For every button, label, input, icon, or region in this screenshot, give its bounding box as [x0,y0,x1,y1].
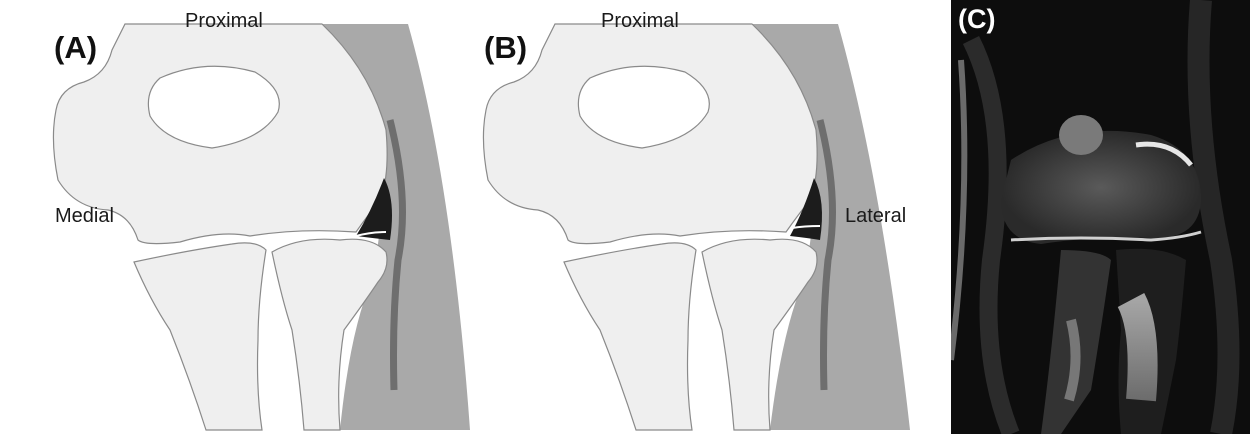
olecranon-fossa [577,65,710,149]
plica-tip [355,231,387,237]
radius [701,238,818,431]
panel-b: (B) Proximal Lateral [470,0,950,434]
mri-joint-fluid [1010,230,1202,242]
panel-id-a: (A) [54,30,98,65]
panel-id-c: (C) [958,4,996,34]
soft-tissue [322,24,470,430]
mri-image [951,0,1250,434]
radius [271,238,388,431]
capsule-line [816,119,836,391]
ulna [133,242,267,431]
panel-a: (A) Proximal Medial [0,0,470,434]
plica [790,178,822,240]
panel-id-b: (B) [484,30,528,65]
plica [356,178,392,240]
capsule-line [386,119,406,391]
mri-humerus [1001,130,1201,244]
elbow-diagram-b [482,23,910,431]
olecranon-fossa [147,65,280,149]
panel-c-mri: (C) [951,0,1250,434]
plica-tip [791,225,821,229]
medial-label: Medial [55,205,114,227]
proximal-label-a: Proximal [185,10,263,32]
ulna [563,242,697,431]
elbow-diagram-a [52,23,470,431]
lateral-label: Lateral [845,205,907,227]
proximal-label-b: Proximal [601,10,679,32]
